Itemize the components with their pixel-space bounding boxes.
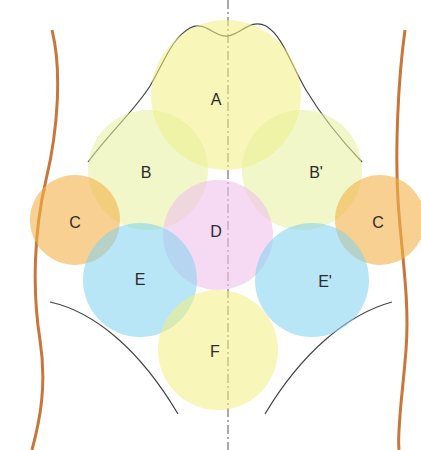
region-circle: E' — [255, 223, 369, 337]
region-label: D — [210, 224, 222, 240]
region-circle: F — [158, 290, 278, 410]
region-label: A — [211, 92, 222, 108]
region-label: E — [135, 272, 146, 288]
region-circle-shape — [255, 223, 369, 337]
region-label: C — [372, 215, 384, 231]
region-circle-fill — [158, 290, 278, 410]
region-label: B — [141, 165, 152, 181]
region-label: C — [69, 215, 81, 231]
region-label: B' — [309, 165, 323, 181]
region-label: F — [210, 344, 220, 360]
region-label: E' — [318, 274, 332, 290]
region-circle-fill — [255, 223, 369, 337]
